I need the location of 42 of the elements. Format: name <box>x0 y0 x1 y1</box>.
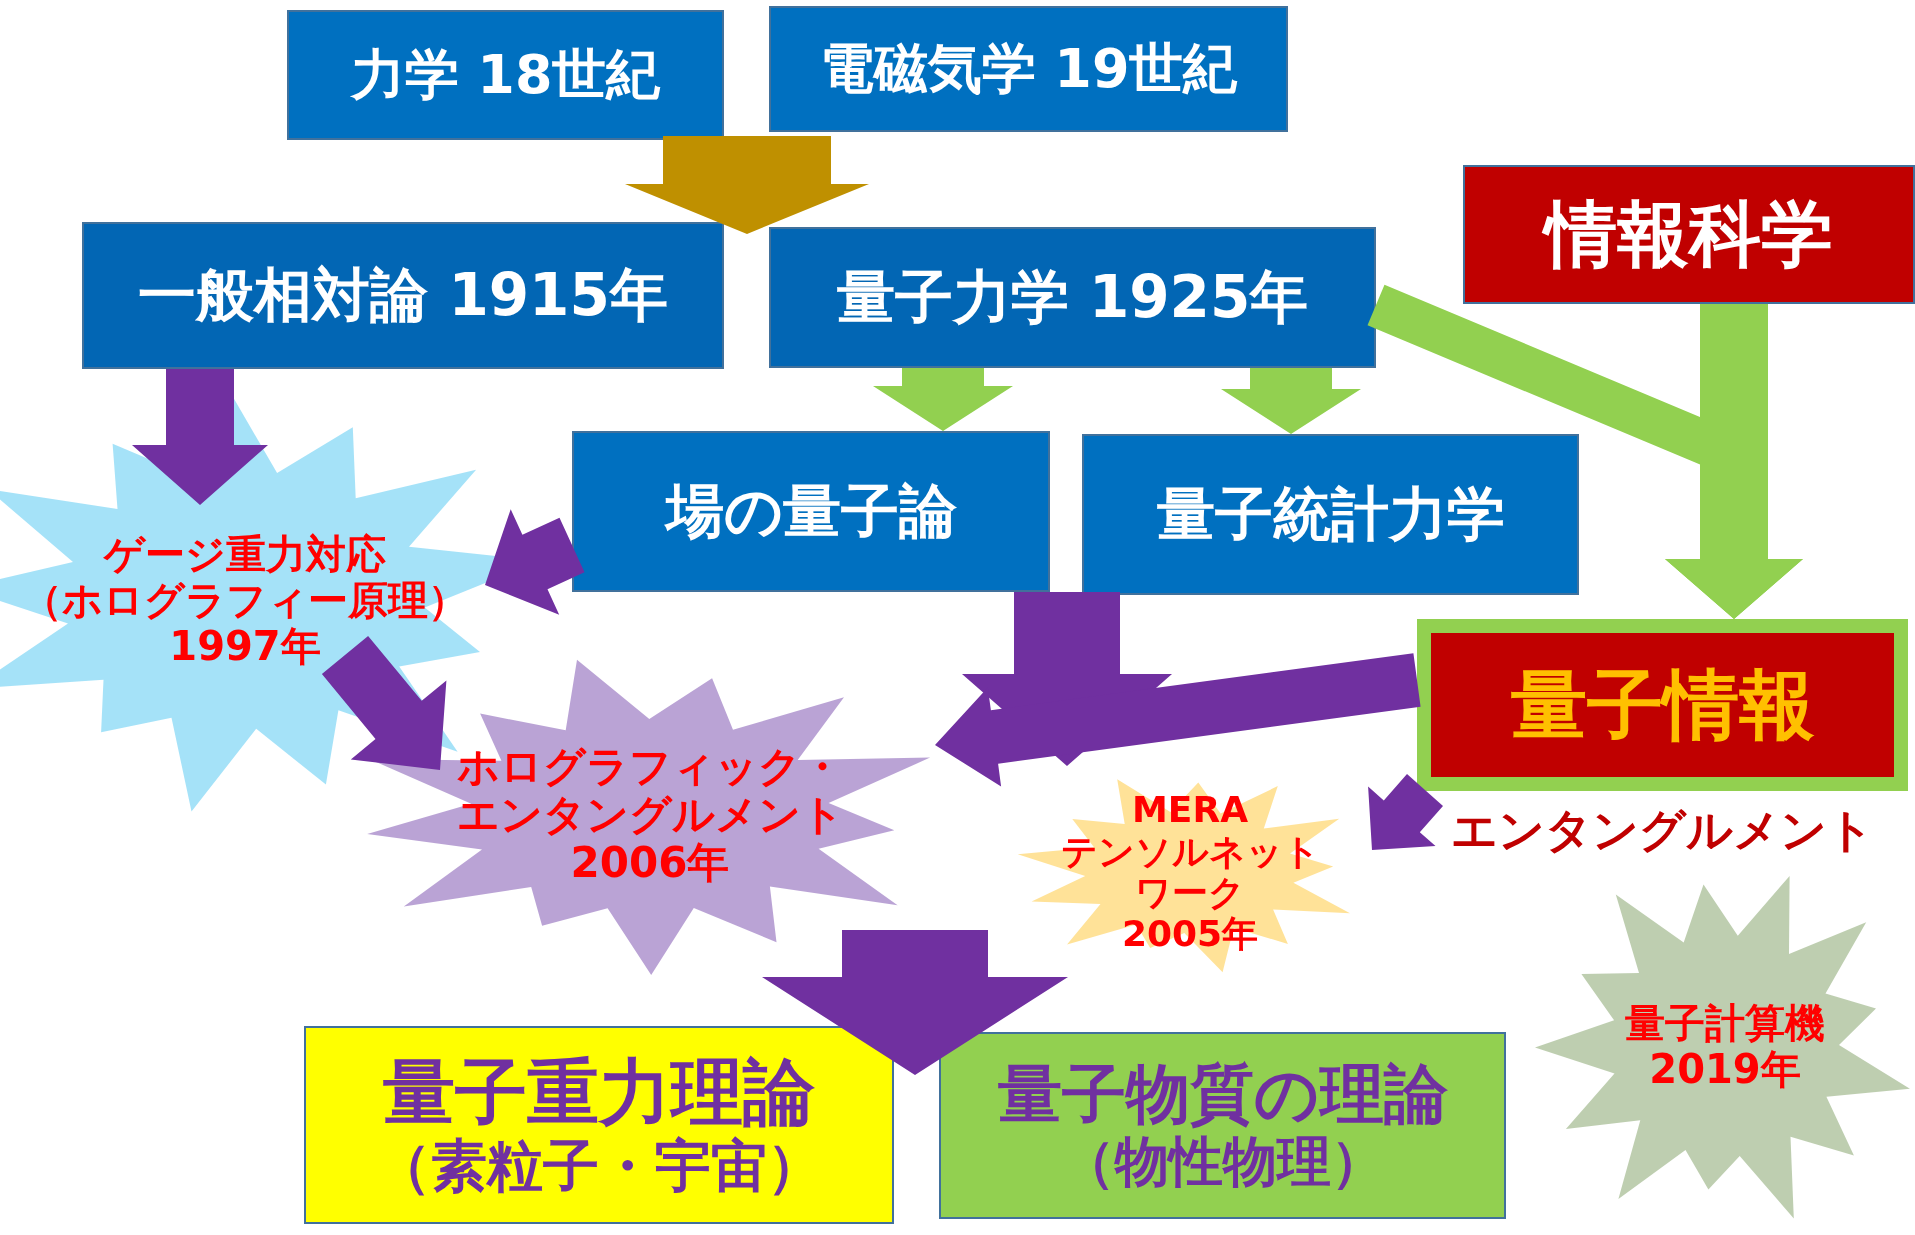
starburst-text: ホログラフィック・エンタングルメント <box>455 742 845 840</box>
block-arrow <box>321 635 447 770</box>
block-arrow <box>762 930 1068 1075</box>
topic-box <box>769 227 1376 368</box>
box-title: 量子重力理論 <box>383 1051 815 1135</box>
starburst-text: 1997年 <box>169 623 321 669</box>
block-arrow <box>625 136 869 234</box>
box-title: 一般相対論 1915年 <box>138 262 668 329</box>
box-subtitle: （物性物理） <box>1060 1131 1385 1194</box>
caption-text: エンタングルメント <box>1450 802 1875 859</box>
box-title: 量子統計力学 <box>1156 481 1505 548</box>
topic-box <box>287 10 724 140</box>
box-title: 電磁気学 19世紀 <box>819 37 1238 101</box>
block-arrow <box>873 368 1013 431</box>
topic-box <box>82 222 724 369</box>
starburst-text: （ホログラフィー原理） <box>22 577 468 623</box>
block-arrow <box>485 509 585 615</box>
box-title: 量子物質の理論 <box>997 1057 1448 1132</box>
block-arrow <box>1368 774 1443 850</box>
topic-box <box>304 1026 894 1224</box>
box-title: 量子力学 1925年 <box>836 264 1309 331</box>
starburst-text: 量子計算機 <box>1625 1000 1825 1046</box>
topic-box <box>939 1032 1506 1219</box>
block-arrow <box>1665 304 1803 619</box>
starburst-text: 2006年 <box>570 839 730 888</box>
box-subtitle: （素粒子・宇宙） <box>375 1134 823 1199</box>
box-title: 力学 18世紀 <box>350 43 661 107</box>
starburst-text: MERA <box>1132 789 1248 831</box>
topic-box <box>572 431 1050 592</box>
starburst-text: テンソルネットワーク <box>1059 830 1321 914</box>
starburst-text: 2019年 <box>1649 1046 1801 1092</box>
box-title: 量子情報 <box>1510 661 1815 749</box>
topic-box <box>1082 434 1579 595</box>
topic-box <box>769 6 1288 132</box>
topic-box <box>1417 619 1908 791</box>
block-arrow <box>132 369 268 505</box>
box-title: 場の量子論 <box>665 478 957 545</box>
starburst-text: ゲージ重力対応 <box>104 531 386 577</box>
starburst-text: 2005年 <box>1121 913 1259 955</box>
block-arrow <box>935 653 1421 787</box>
block-arrow <box>1221 368 1361 434</box>
topic-box <box>1463 165 1915 304</box>
